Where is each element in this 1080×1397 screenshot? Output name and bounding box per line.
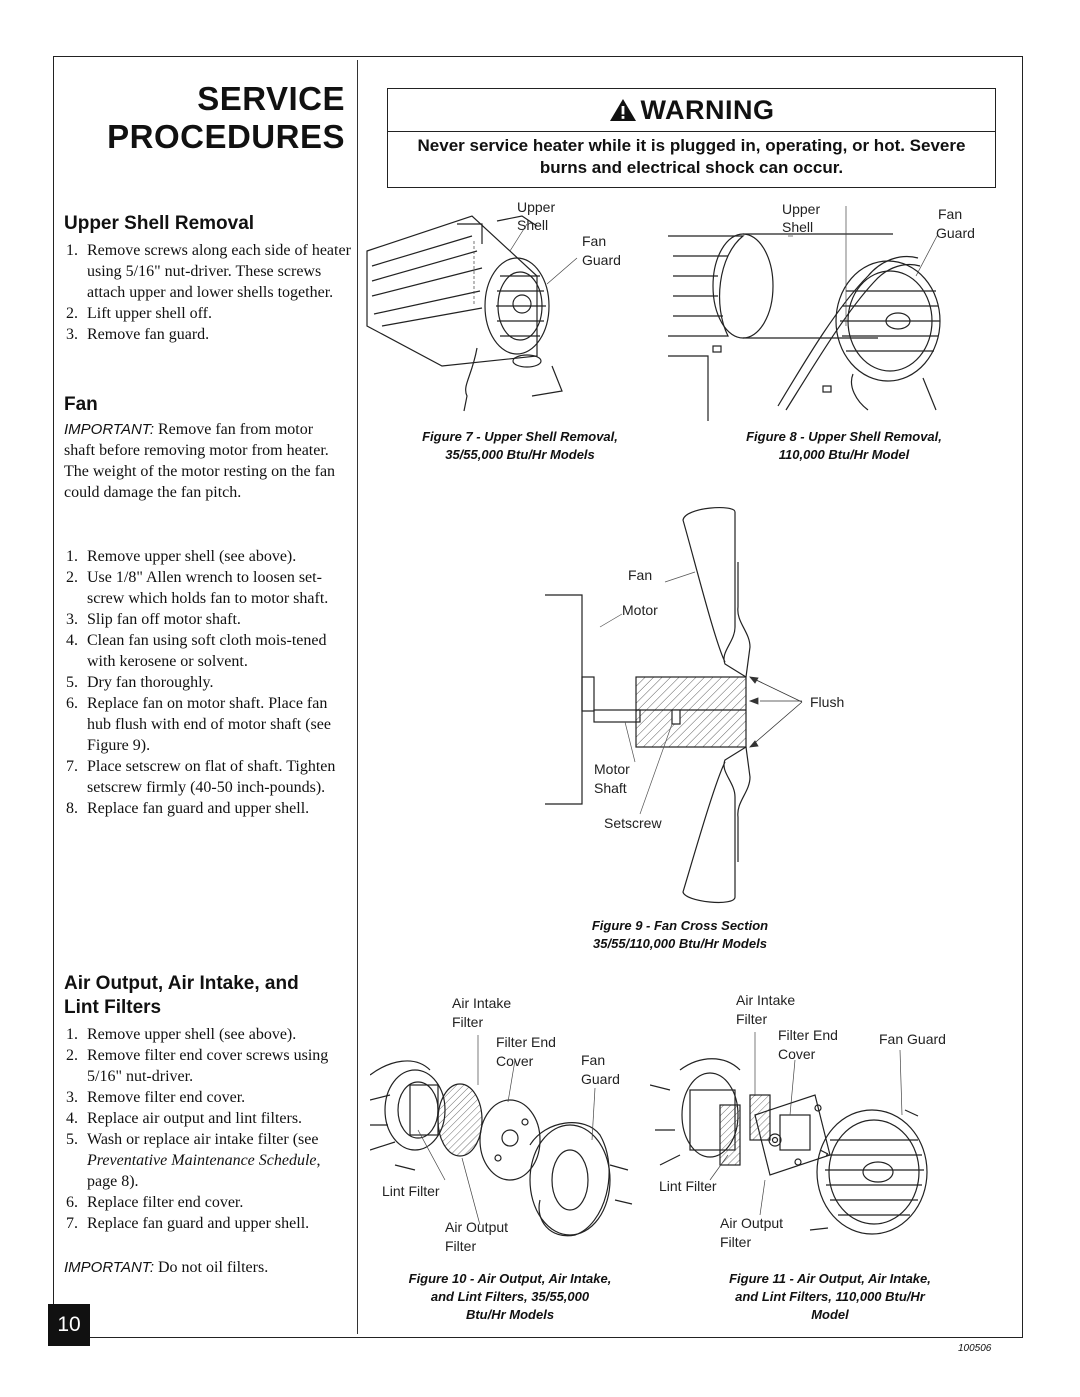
fig8-label-guard: Guard [936,225,975,241]
list-item: 3.Remove filter end cover. [66,1089,246,1106]
fig9-label-motor-shaft-1: Motor [594,761,630,777]
fig11-label-filter-a: Filter [736,1011,768,1027]
column-divider [357,60,358,1334]
title-line-2: PROCEDURES [107,118,345,155]
fig7-label-fan: Fan [582,233,607,249]
page-title: SERVICE PROCEDURES [100,80,345,156]
fig11-label-air-output: Air Output [720,1215,784,1231]
list-item: 2.Remove filter end cover screws using 5… [66,1047,329,1085]
fig11-label-lint-filter: Lint Filter [659,1178,717,1194]
title-line-1: SERVICE [197,80,345,117]
fig8-label-upper: Upper [782,201,821,217]
fig7-label-guard: Guard [582,252,621,268]
fig10-label-guard: Guard [581,1071,620,1087]
fig11-label-cover: Cover [778,1046,816,1062]
fig9-label-fan: Fan [628,567,653,583]
figure-7-illustration [366,215,578,412]
fig10-label-lint-filter: Lint Filter [382,1183,440,1199]
list-item: 7.Place setscrew on flat of shaft. Tight… [66,758,336,796]
fan-steps: 1.Remove upper shell (see above). 2.Use … [62,546,352,819]
document-number: 100506 [958,1343,992,1354]
fig7-label-shell: Shell [517,217,549,233]
fig9-label-motor: Motor [622,602,658,618]
figure-10-caption: Figure 10 - Air Output, Air Intake, and … [408,1271,612,1322]
fig10-label-air-output: Air Output [445,1219,509,1235]
figure-10-illustration [370,1035,633,1237]
fig9-label-motor-shaft-2: Shaft [594,780,627,796]
figure-8-illustration [668,206,941,421]
warning-heading: WARNING [388,89,995,132]
warning-triangle-icon [609,99,636,121]
fig10-label-filter-a: Filter [452,1014,484,1030]
list-item: 4.Replace air output and lint filters. [66,1110,303,1127]
list-item: 1.Remove upper shell (see above). [66,548,297,565]
fig10-label-filter-b: Filter [445,1238,477,1254]
fan-important-note: IMPORTANT: Remove fan from motor shaft b… [64,421,336,501]
list-item: 3.Slip fan off motor shaft. [66,611,241,628]
list-item: 2.Use 1/8" Allen wrench to loosen set-sc… [66,569,329,607]
page-number: 10 [48,1304,90,1346]
fig11-label-fan-guard: Fan Guard [879,1031,946,1047]
list-item: 8.Replace fan guard and upper shell. [66,800,310,817]
maintenance-schedule-reference: Preventative Maintenance Schedule [87,1152,317,1169]
filters-heading: Air Output, Air Intake, and Lint Filters [64,973,299,1018]
list-item: 3.Remove fan guard. [66,326,210,343]
figure-9-illustration [545,507,803,903]
fig9-label-flush: Flush [810,694,845,710]
filters-important-note: IMPORTANT: Do not oil filters. [64,1259,269,1276]
fig8-label-shell: Shell [782,219,814,235]
list-item: 5.Dry fan thoroughly. [66,674,214,691]
fig11-label-filter-b: Filter [720,1234,752,1250]
fig10-label-cover: Cover [496,1053,534,1069]
fig11-label-filter-end: Filter End [778,1027,838,1043]
list-item: 6.Replace fan on motor shaft. Place fan … [66,695,331,754]
figure-11-illustration [650,1032,928,1235]
upper-shell-heading: Upper Shell Removal [64,213,255,234]
fan-heading: Fan [64,394,98,415]
filters-steps: 1.Remove upper shell (see above). 2.Remo… [62,1024,352,1234]
page-border [53,56,1023,1338]
warning-box: WARNING Never service heater while it is… [387,88,996,188]
list-item: 7.Replace fan guard and upper shell. [66,1215,310,1232]
upper-shell-steps: 1.Remove screws along each side of heate… [62,240,352,345]
figure-7-caption: Figure 7 - Upper Shell Removal, 35/55,00… [422,429,618,462]
list-item: 2.Lift upper shell off. [66,305,213,322]
fig9-label-setscrew: Setscrew [604,815,662,831]
list-item: 6.Replace filter end cover. [66,1194,244,1211]
list-item: 1.Remove upper shell (see above). [66,1026,297,1043]
warning-text: Never service heater while it is plugged… [417,136,966,177]
fig7-label-upper: Upper [517,199,556,215]
fig10-label-filter-end: Filter End [496,1034,556,1050]
fig10-label-fan: Fan [581,1052,606,1068]
list-item: 1.Remove screws along each side of heate… [66,242,351,301]
figure-8-caption: Figure 8 - Upper Shell Removal, 110,000 … [746,429,942,462]
fig10-label-air-intake: Air Intake [452,995,512,1011]
figure-9-caption: Figure 9 - Fan Cross Section 35/55/110,0… [591,918,769,951]
fig11-label-air-intake: Air Intake [736,992,796,1008]
list-item: 5.Wash or replace air intake filter (see… [66,1131,321,1190]
fig8-label-fan: Fan [938,206,963,222]
figure-11-caption: Figure 11 - Air Output, Air Intake, and … [729,1271,931,1322]
list-item: 4.Clean fan using soft cloth mois-tened … [66,632,327,670]
